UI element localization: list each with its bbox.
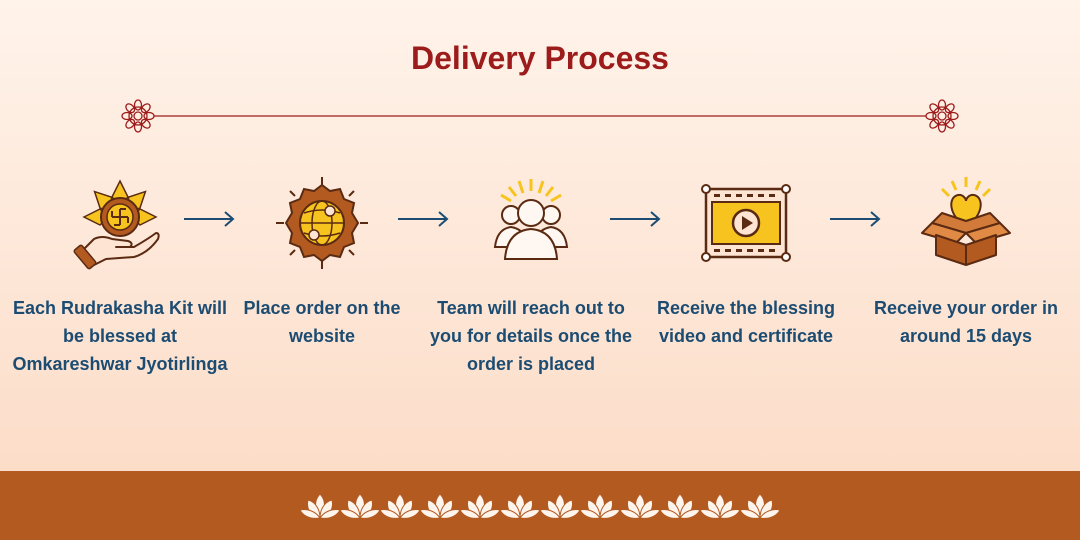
ornamental-divider xyxy=(121,99,959,133)
arrow-right-icon xyxy=(610,211,661,227)
step-2-description: Place order on the website xyxy=(243,298,401,346)
footer-band xyxy=(0,471,1080,540)
team-people-icon xyxy=(493,179,569,260)
globe-order-icon xyxy=(276,177,368,269)
step-5-description: Receive your order in around 15 days xyxy=(873,298,1059,346)
heart-gift-box-icon xyxy=(921,177,1011,266)
video-film-icon xyxy=(701,184,791,262)
arrow-right-icon xyxy=(830,211,881,227)
mandala-right-icon xyxy=(925,99,959,133)
swastika-offering-hand-icon xyxy=(73,179,160,270)
lotus-border xyxy=(300,493,780,519)
step-4-description: Receive the blessing video and certifica… xyxy=(656,298,836,346)
step-3-description: Team will reach out to you for details o… xyxy=(429,298,633,374)
arrow-right-icon xyxy=(398,211,449,227)
page-title: Delivery Process xyxy=(411,40,669,76)
arrow-right-icon xyxy=(184,211,235,227)
step-1-description: Each Rudrakasha Kit will be blessed at O… xyxy=(12,298,228,374)
mandala-left-icon xyxy=(121,99,155,133)
